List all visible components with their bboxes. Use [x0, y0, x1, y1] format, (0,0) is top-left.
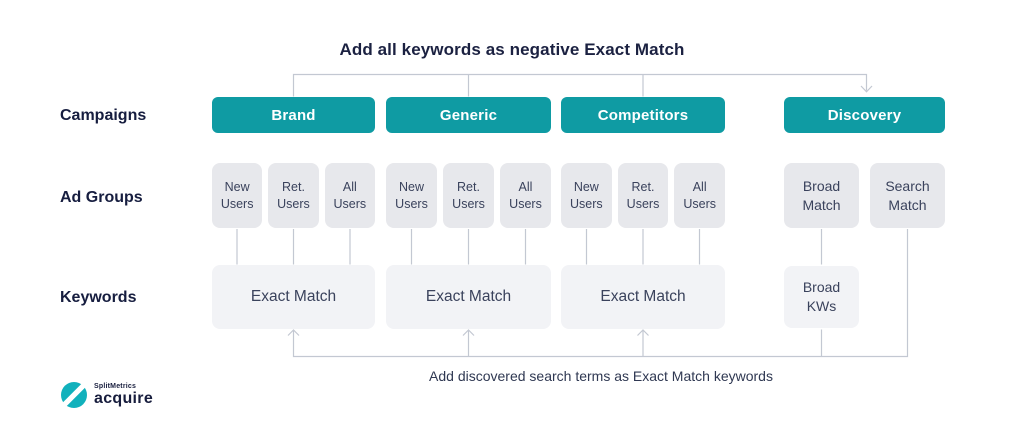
splitmetrics-logo-icon — [61, 382, 87, 408]
arrowhead-up-competitors-icon — [637, 329, 649, 336]
arrowhead-up-brand-icon — [287, 329, 300, 336]
adgroup-node-search-match: Search Match — [870, 163, 945, 228]
bottom-caption: Add discovered search terms as Exact Mat… — [429, 368, 773, 384]
adgroup-row-discovery: Broad Match Search Match — [784, 163, 945, 228]
adgroup-node: All Users — [674, 163, 726, 228]
adgroup-row-generic: New Users Ret. Users All Users — [386, 163, 551, 228]
arrowhead-up-generic-icon — [462, 329, 475, 336]
campaign-node-discovery: Discovery — [784, 97, 945, 133]
adgroup-node: New Users — [212, 163, 263, 228]
adgroup-keyword-links — [236, 229, 823, 265]
row-label-keywords: Keywords — [60, 289, 137, 306]
diagram-title: Add all keywords as negative Exact Match — [339, 40, 685, 59]
campaign-node-generic: Generic — [386, 97, 551, 133]
adgroup-node: Ret. Users — [443, 163, 494, 228]
adgroup-node: All Users — [500, 163, 551, 228]
keyword-node-competitors: Exact Match — [561, 265, 725, 329]
logo-text: SplitMetrics acquire — [94, 383, 153, 407]
row-label-ad-groups: Ad Groups — [60, 189, 143, 206]
adgroup-node: New Users — [386, 163, 437, 228]
adgroup-node: New Users — [561, 163, 612, 228]
campaign-node-competitors: Competitors — [561, 97, 725, 133]
adgroup-row-competitors: New Users Ret. Users All Users — [561, 163, 726, 228]
top-connector-line — [292, 73, 868, 97]
adgroup-node: All Users — [324, 163, 375, 228]
adgroup-node: Ret. Users — [268, 163, 319, 228]
keyword-node-brand: Exact Match — [212, 265, 375, 329]
row-label-campaigns: Campaigns — [60, 107, 147, 124]
adgroup-node: Ret. Users — [617, 163, 669, 228]
splitmetrics-acquire-logo: SplitMetrics acquire — [61, 382, 153, 408]
keyword-node-generic: Exact Match — [386, 265, 551, 329]
keyword-node-broad-kws: Broad KWs — [784, 266, 859, 328]
adgroup-node-broad-match: Broad Match — [784, 163, 859, 228]
logo-product-name: acquire — [94, 390, 154, 407]
adgroup-row-brand: New Users Ret. Users All Users — [212, 163, 375, 228]
arrowhead-down-discovery-icon — [860, 85, 873, 93]
campaign-node-brand: Brand — [212, 97, 375, 133]
logo-company-name: SplitMetrics — [94, 383, 137, 390]
